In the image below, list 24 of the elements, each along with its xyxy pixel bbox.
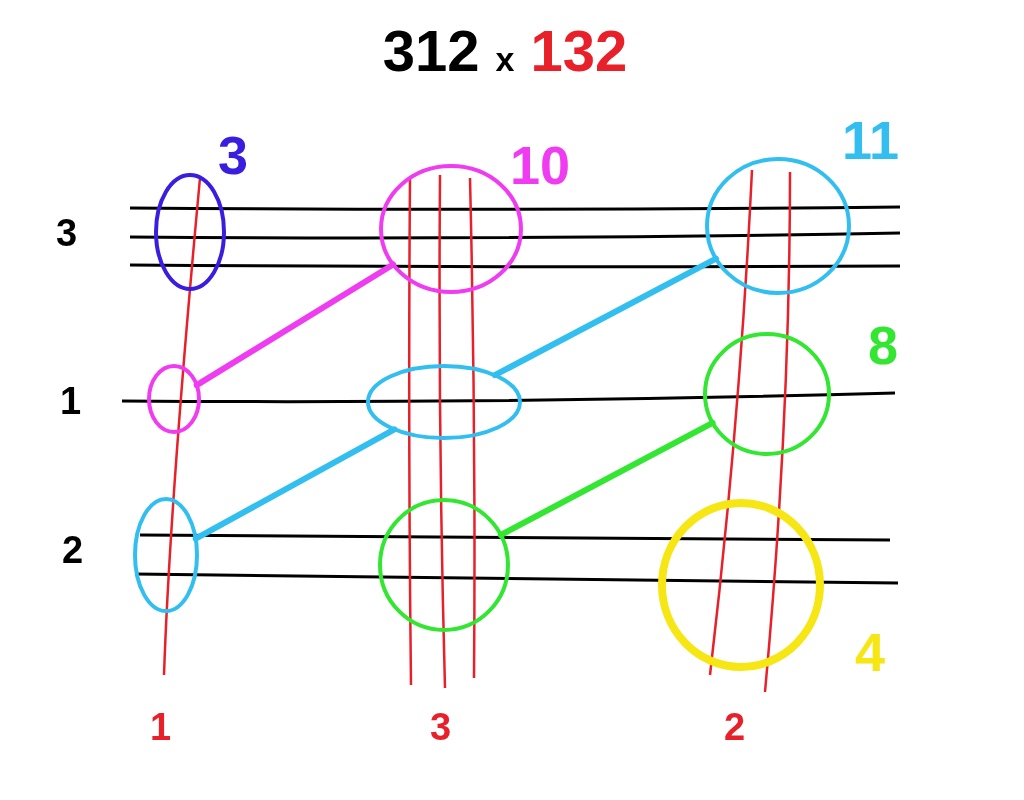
sum-number: 11	[842, 113, 900, 167]
row-digit: 2	[62, 531, 84, 569]
column-digit: 1	[150, 708, 172, 746]
title: 312 x 132	[381, 22, 629, 80]
column-digit: 3	[430, 708, 452, 746]
connector-line	[192, 426, 398, 542]
group-circle	[133, 497, 199, 613]
group-circle	[658, 499, 824, 671]
group-circle	[366, 364, 522, 440]
group-circle	[705, 157, 851, 295]
connector-line	[193, 261, 397, 389]
column-digit: 2	[724, 708, 746, 746]
row-digit: 3	[56, 214, 78, 252]
group-circle	[147, 364, 201, 434]
sum-number: 3	[218, 128, 249, 182]
sum-number: 8	[868, 318, 899, 372]
connector-line	[497, 419, 716, 538]
connector-line	[491, 255, 719, 379]
sum-number: 4	[855, 625, 886, 679]
group-circle	[703, 332, 831, 456]
group-circle	[154, 173, 226, 291]
sum-number: 10	[510, 138, 571, 192]
group-circle	[378, 498, 510, 632]
row-digit: 1	[60, 382, 82, 420]
